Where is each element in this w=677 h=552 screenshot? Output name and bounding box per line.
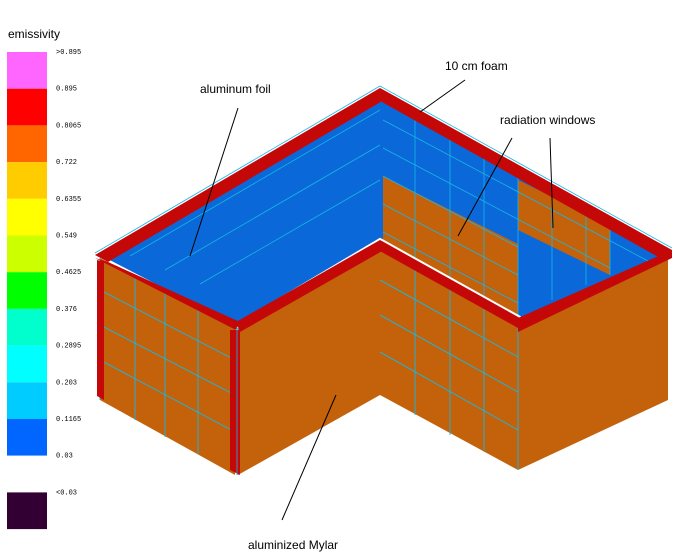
label-windows: radiation windows (500, 113, 595, 127)
foam-rim (95, 88, 672, 475)
legend-label: 0.03 (56, 453, 73, 461)
legend-swatch (7, 125, 47, 163)
mylar-wall-inner (380, 248, 518, 470)
rim-trim (94, 85, 673, 475)
annotations: 10 cm foam aluminum foil radiation windo… (189, 59, 595, 552)
legend-label: 0.1165 (56, 416, 81, 424)
legend-label: <0.03 (56, 489, 77, 497)
label-mylar: aluminized Mylar (248, 538, 338, 552)
legend-swatch (7, 308, 47, 346)
enclosure (94, 85, 673, 475)
legend-label: 0.895 (56, 86, 77, 94)
legend-label: 0.8065 (56, 122, 81, 130)
legend-swatch (7, 162, 47, 199)
legend-label: 0.2895 (56, 343, 81, 351)
legend-swatch (7, 455, 47, 493)
legend-label: >0.895 (56, 49, 81, 57)
legend-label: 0.6355 (56, 196, 81, 204)
legend-swatch (7, 382, 47, 419)
mylar-wall-right (518, 258, 668, 470)
legend-swatch (7, 419, 47, 456)
radiation-window-left (383, 176, 470, 276)
legend-swatch (7, 272, 47, 309)
inner-grid (129, 109, 666, 320)
legend-swatch (7, 345, 47, 383)
legend-label: 0.4625 (56, 269, 81, 277)
legend-label: 0.376 (56, 306, 77, 314)
label-foam: 10 cm foam (445, 59, 508, 73)
mylar-wall-front (238, 248, 380, 475)
legend-label: 0.549 (56, 233, 77, 241)
label-foil: aluminum foil (200, 82, 271, 96)
legend-swatch (7, 198, 47, 236)
legend-title: emissivity (8, 27, 60, 41)
legend-swatch (7, 88, 47, 126)
legend-label: 0.722 (56, 159, 77, 167)
legend-swatch (7, 235, 47, 273)
emissivity-legend: emissivity >0.895 0.895 0.8065 0.722 0.6355 0… (7, 27, 81, 530)
legend-swatch (7, 492, 47, 530)
legend-label: 0.203 (56, 379, 77, 387)
legend-swatch (7, 52, 47, 89)
